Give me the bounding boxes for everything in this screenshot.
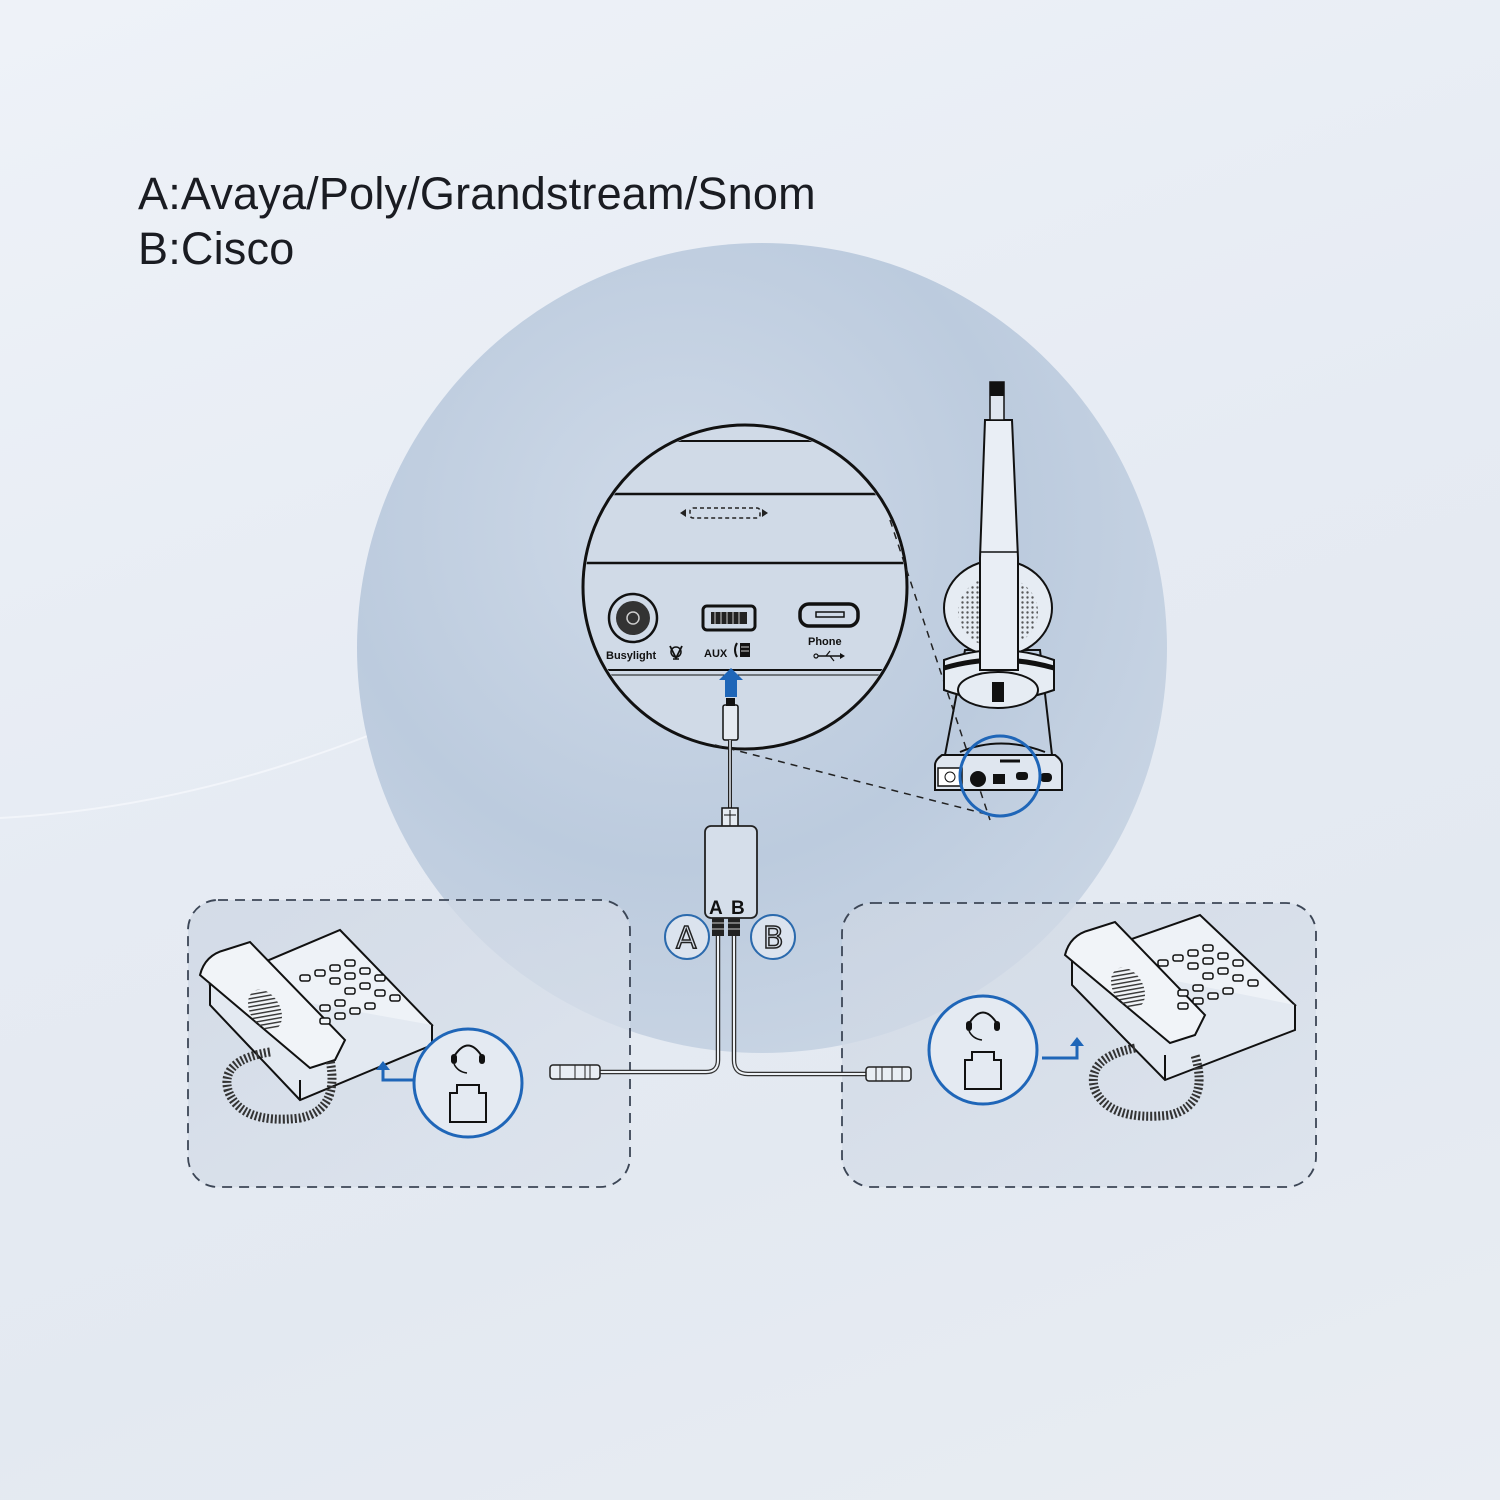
headset-jack-badge-left xyxy=(412,1027,524,1139)
desk-phone-right xyxy=(1063,913,1297,1121)
aux-port: AUX xyxy=(701,604,757,660)
busylight-port: Busylight xyxy=(606,592,683,662)
arrow-into-port-left xyxy=(376,1061,413,1082)
desk-phone-left xyxy=(198,928,434,1124)
aux-plug xyxy=(722,704,739,741)
highlight-circle xyxy=(958,734,1042,818)
splitter-box: A B xyxy=(704,807,758,936)
splitter-port-a-label: A xyxy=(709,898,723,919)
headset-icon xyxy=(451,1044,485,1074)
svg-text:B: B xyxy=(763,921,784,956)
aux-label: AUX xyxy=(704,648,728,660)
cable-a xyxy=(549,936,721,1080)
legend-line-a: A:Avaya/Poly/Grandstream/Snom xyxy=(138,168,816,219)
led-strip-icon xyxy=(680,507,768,519)
phone-usb-port: Phone xyxy=(798,602,860,662)
rj-jack-icon xyxy=(449,1084,487,1123)
usb-icon xyxy=(813,650,845,662)
background-arc xyxy=(0,734,371,819)
legend: A:Avaya/Poly/Grandstream/Snom B:Cisco xyxy=(138,166,816,276)
splitter-port-b-label: B xyxy=(731,898,745,919)
rj-jack-icon xyxy=(964,1051,1002,1090)
lightbulb-icon xyxy=(669,645,683,661)
headset-jack-badge-right xyxy=(927,994,1039,1106)
badge-a: A xyxy=(664,914,710,960)
cable-b xyxy=(731,936,912,1082)
arrow-into-port-right xyxy=(1042,1037,1084,1060)
badge-b: B xyxy=(750,914,796,960)
phone-label: Phone xyxy=(808,636,842,648)
arrow-up-icon xyxy=(719,668,743,697)
zoom-line-bottom xyxy=(714,744,991,816)
rj-plug-a xyxy=(549,1064,601,1080)
rj-plug-b xyxy=(865,1066,912,1082)
port-magnifier: Busylight AUX xyxy=(581,423,909,751)
phone-handset-icon xyxy=(734,642,750,658)
svg-text:A: A xyxy=(676,921,697,956)
busylight-label: Busylight xyxy=(606,650,656,662)
legend-line-b: B:Cisco xyxy=(138,223,295,274)
headset-icon xyxy=(966,1011,1000,1041)
headset-base-station xyxy=(934,381,1063,818)
